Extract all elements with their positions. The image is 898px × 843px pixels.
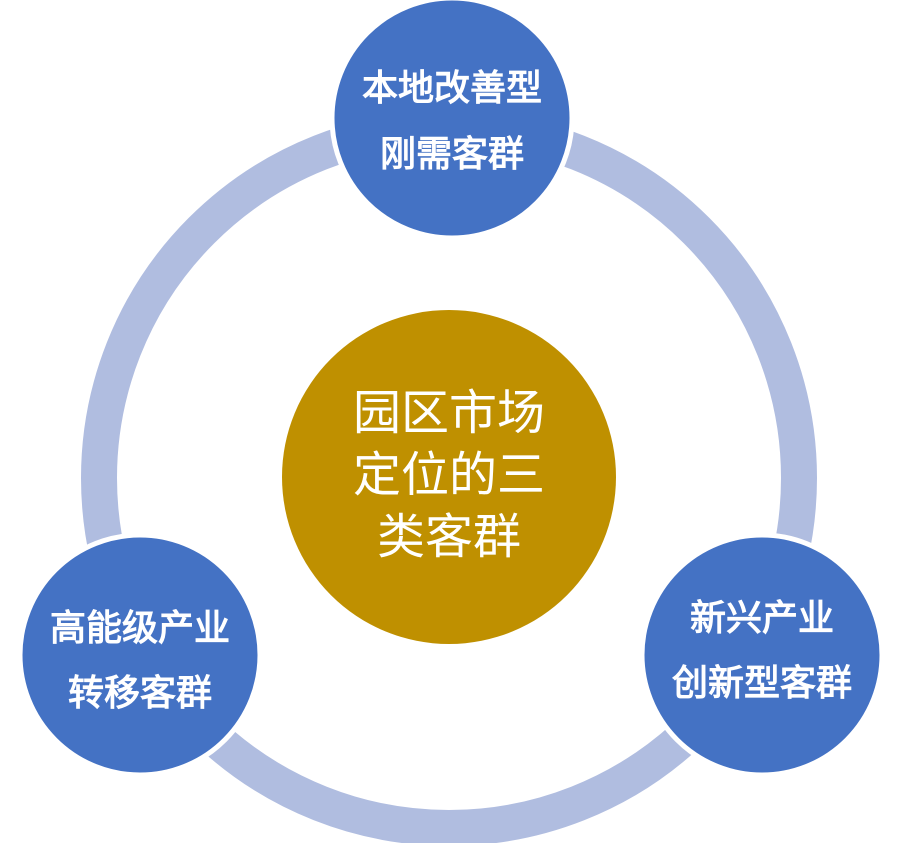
center-circle xyxy=(282,310,616,644)
bottom-left-node-circle xyxy=(17,532,263,778)
bottom-right-node-label-line-2: 创新型客群 xyxy=(672,663,852,704)
bottom-right-node: 新兴产业 创新型客群 xyxy=(639,532,885,778)
center-label-line-3: 类客群 xyxy=(377,509,521,565)
top-node: 本地改善型 刚需客群 xyxy=(329,0,575,241)
bottom-left-node: 高能级产业 转移客群 xyxy=(17,532,263,778)
top-node-circle xyxy=(329,0,575,241)
bottom-right-node-circle xyxy=(639,532,885,778)
bottom-left-node-label-line-2: 转移客群 xyxy=(68,673,212,714)
bottom-right-node-label-line-1: 新兴产业 xyxy=(690,598,834,639)
top-node-label-line-2: 刚需客群 xyxy=(380,134,524,175)
top-node-label-line-1: 本地改善型 xyxy=(362,68,542,109)
center-node: 园区市场 定位的三 类客群 xyxy=(282,310,616,644)
center-label-line-1: 园区市场 xyxy=(353,385,545,441)
bottom-left-node-label-line-1: 高能级产业 xyxy=(50,608,230,649)
center-label-line-2: 定位的三 xyxy=(353,447,545,503)
